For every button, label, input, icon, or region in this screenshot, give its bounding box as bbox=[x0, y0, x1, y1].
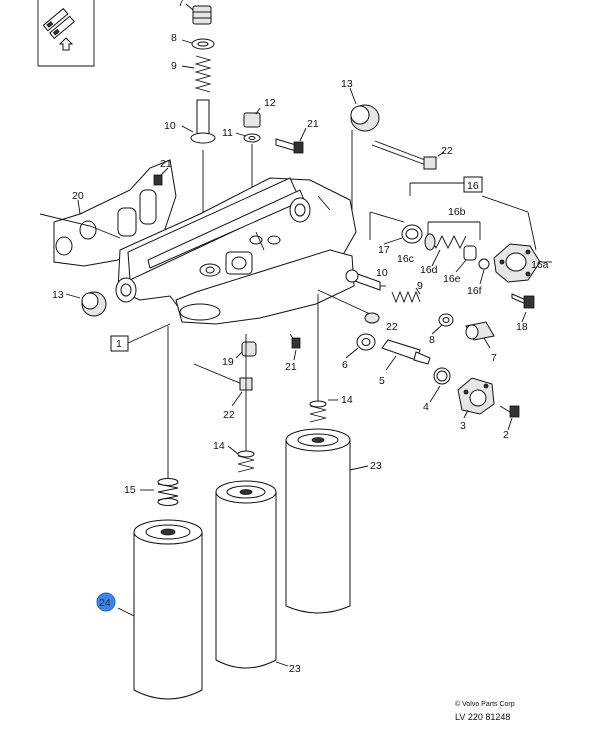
callout-13-top: 13 bbox=[341, 78, 353, 90]
callout-6: 6 bbox=[342, 359, 348, 371]
callout-9-mid: 9 bbox=[417, 280, 423, 292]
callout-7-top: 7 bbox=[178, 0, 184, 9]
bolt-22-top bbox=[371, 140, 445, 170]
callout-7-mid: 7 bbox=[491, 352, 497, 364]
callout-12: 12 bbox=[264, 97, 276, 109]
spring-14-right bbox=[309, 399, 338, 423]
copyright-text: © Volvo Parts Corp bbox=[455, 700, 515, 708]
callout-16e: 16e bbox=[443, 273, 461, 285]
callout-8-top: 8 bbox=[171, 32, 177, 44]
shaft-5 bbox=[381, 339, 431, 371]
callout-8-mid: 8 bbox=[429, 334, 435, 346]
callout-13-left: 13 bbox=[52, 289, 64, 301]
callout-18: 18 bbox=[516, 321, 528, 333]
callout-14-mid: 14 bbox=[213, 440, 225, 452]
callout-16b: 16b bbox=[448, 206, 466, 218]
piston-10-mid bbox=[345, 269, 386, 291]
callout-11: 11 bbox=[222, 127, 233, 139]
view-direction-icon bbox=[37, 0, 95, 67]
drawing-code: LV 220 81248 bbox=[455, 712, 510, 722]
callout-2: 2 bbox=[503, 429, 509, 441]
plug-12 bbox=[243, 107, 261, 128]
washer-8-top bbox=[181, 38, 215, 50]
callout-10-mid: 10 bbox=[376, 267, 388, 279]
piston-10-top bbox=[181, 99, 216, 144]
highlight-marker-24[interactable] bbox=[96, 592, 116, 612]
spring-9-top bbox=[181, 55, 212, 93]
callout-16f: 16f bbox=[467, 285, 482, 297]
callout-15: 15 bbox=[124, 484, 136, 496]
plug-19 bbox=[235, 341, 257, 359]
o-ring-17 bbox=[383, 224, 423, 245]
callout-16: 16 bbox=[467, 180, 479, 192]
callout-10-top: 10 bbox=[164, 120, 176, 132]
washer-11 bbox=[235, 132, 261, 143]
valve-16e bbox=[455, 245, 477, 273]
callout-19: 19 bbox=[222, 356, 234, 368]
group-16-bracket bbox=[369, 176, 537, 251]
cap-13-left bbox=[65, 291, 107, 317]
cover-3 bbox=[457, 377, 495, 419]
callout-16a: 16a bbox=[531, 259, 549, 271]
callout-21-top: 21 bbox=[307, 118, 319, 130]
plug-7-top bbox=[185, 3, 212, 25]
callout-14-right: 14 bbox=[341, 394, 353, 406]
callout-9-top: 9 bbox=[171, 60, 177, 72]
bolt-21-mid bbox=[289, 333, 301, 361]
callout-22-mid: 22 bbox=[386, 321, 398, 333]
callout-21-mid: 21 bbox=[285, 361, 297, 373]
spring-14-mid bbox=[227, 445, 255, 473]
callout-22-top: 22 bbox=[441, 145, 453, 157]
bolt-21-top bbox=[275, 127, 307, 154]
callout-20: 20 bbox=[72, 190, 84, 202]
bolt-22-low bbox=[193, 363, 253, 407]
o-ring-4 bbox=[429, 367, 451, 403]
callout-23-bottom: 23 bbox=[289, 663, 301, 675]
plug-7-mid bbox=[465, 321, 495, 349]
callout-16d: 16d bbox=[420, 264, 438, 276]
washer-16f bbox=[478, 258, 490, 285]
bolt-21-left bbox=[153, 167, 169, 186]
washer-6 bbox=[345, 333, 376, 359]
callout-3: 3 bbox=[460, 420, 466, 432]
bolt-2 bbox=[499, 405, 520, 431]
filter-23-right bbox=[285, 428, 369, 614]
spring-15 bbox=[140, 478, 179, 506]
callout-23-right: 23 bbox=[370, 460, 382, 472]
callout-24: 24 bbox=[99, 597, 111, 609]
spring-16d bbox=[424, 233, 467, 267]
bolt-22-mid bbox=[317, 289, 380, 324]
callout-17: 17 bbox=[378, 244, 390, 256]
cap-13-top bbox=[349, 87, 380, 210]
washer-8-mid bbox=[431, 313, 454, 335]
bolt-18 bbox=[511, 293, 535, 323]
callout-1: 1 bbox=[116, 338, 122, 350]
spring-9-mid bbox=[391, 287, 421, 304]
callout-5: 5 bbox=[379, 375, 385, 387]
callout-22-low: 22 bbox=[223, 409, 235, 421]
filter-housing bbox=[115, 177, 357, 325]
callout-16c: 16c bbox=[397, 253, 414, 265]
callout-21-left: 21 bbox=[160, 158, 172, 170]
cover-16a bbox=[493, 243, 552, 283]
filter-23-mid bbox=[215, 480, 289, 669]
group-1-box bbox=[110, 323, 171, 352]
filter-24-left bbox=[117, 519, 203, 700]
callout-4: 4 bbox=[423, 401, 429, 413]
